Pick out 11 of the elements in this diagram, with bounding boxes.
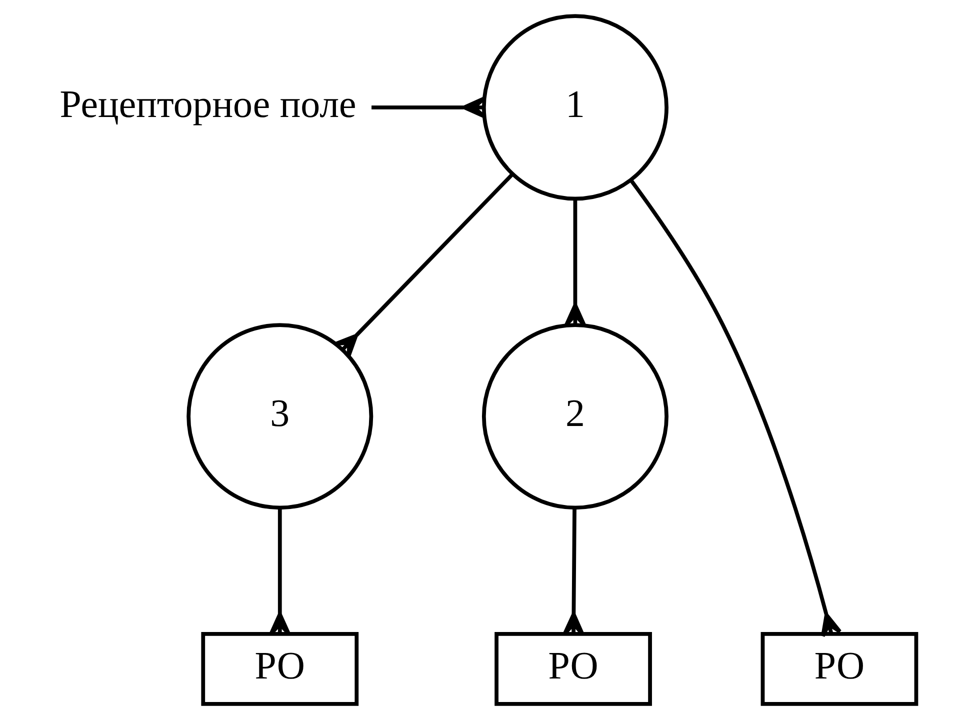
node-circle: 1	[481, 14, 668, 201]
connector	[334, 172, 514, 358]
node-text: Рецепторное поле	[59, 83, 356, 126]
connector	[371, 96, 486, 118]
node-circle: 3	[186, 323, 373, 510]
connector	[628, 179, 842, 638]
node-circle: 2	[481, 323, 668, 510]
node-box: РО	[494, 632, 652, 706]
node-box: РО	[200, 632, 358, 706]
node-box: РО	[760, 632, 918, 706]
connector	[564, 199, 586, 327]
